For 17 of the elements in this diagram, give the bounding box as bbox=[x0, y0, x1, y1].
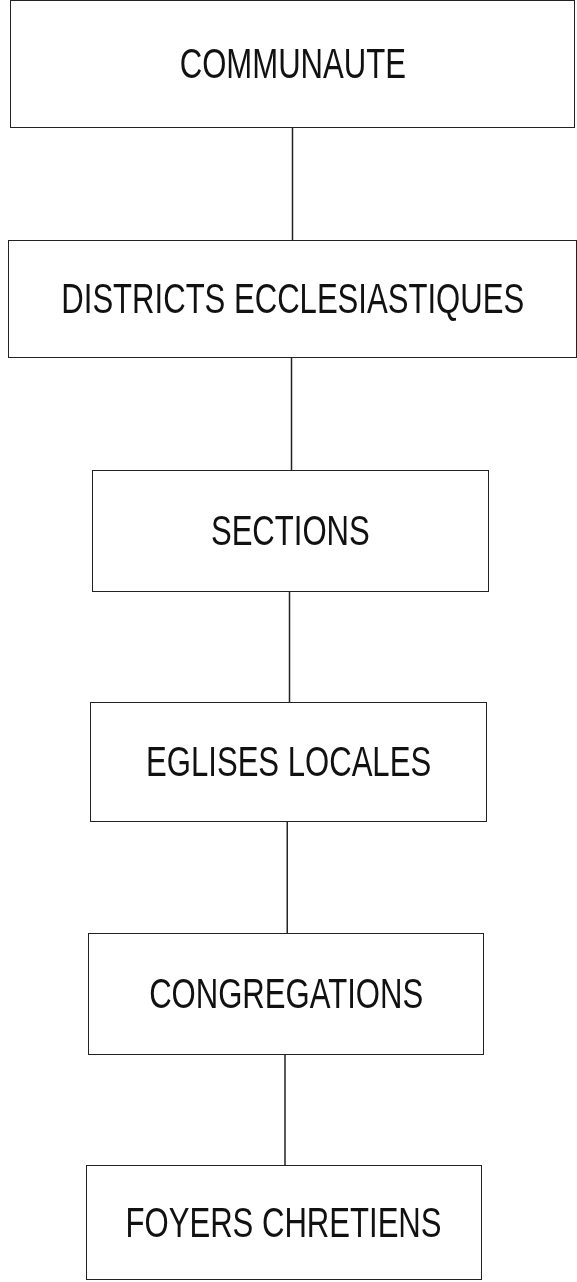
connector-line bbox=[286, 821, 288, 934]
org-box bbox=[10, 0, 575, 128]
connector-line bbox=[291, 127, 294, 241]
box-label: SECTIONS bbox=[211, 507, 370, 555]
org-box bbox=[90, 702, 487, 822]
org-box bbox=[92, 470, 489, 592]
connector-line bbox=[284, 1054, 286, 1166]
box-label: EGLISES LOCALES bbox=[146, 738, 431, 786]
box-label: DISTRICTS ECCLESIASTIQUES bbox=[61, 275, 524, 323]
box-label: FOYERS CHRETIENS bbox=[126, 1198, 442, 1247]
org-box bbox=[88, 933, 484, 1055]
org-box bbox=[86, 1165, 482, 1280]
box-label: CONGREGATIONS bbox=[149, 970, 423, 1018]
box-label: COMMUNAUTE bbox=[179, 40, 406, 88]
org-box bbox=[8, 240, 577, 358]
connector-line bbox=[290, 357, 293, 471]
connector-line bbox=[288, 591, 291, 703]
